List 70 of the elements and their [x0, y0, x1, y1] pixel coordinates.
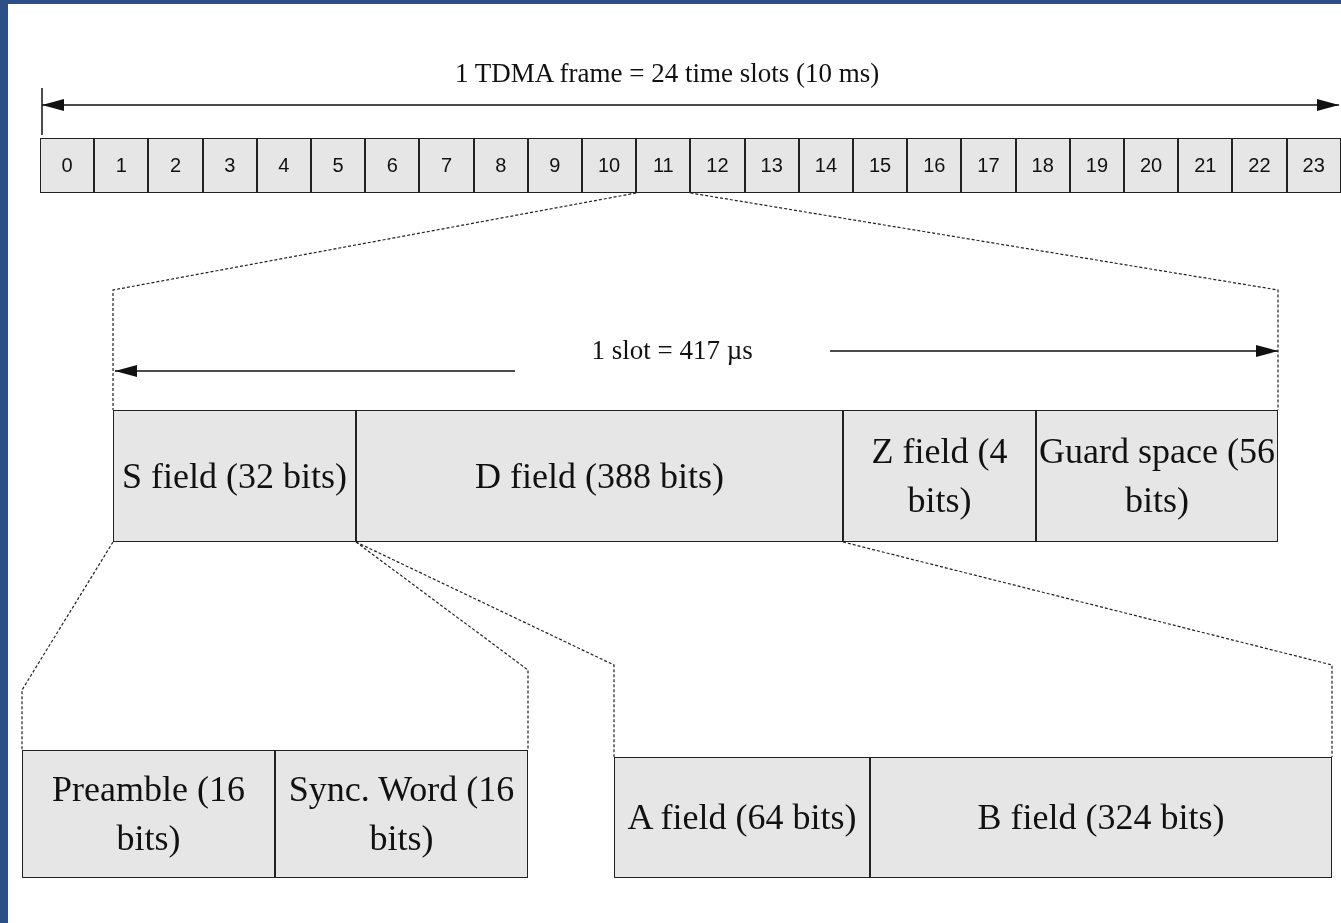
field-label: D field (388 bits)	[475, 454, 724, 498]
slot-cell	[1286, 138, 1341, 193]
slot-cell	[419, 138, 474, 193]
slot-number: 13	[760, 154, 783, 177]
slot-number: 5	[332, 154, 344, 177]
slot-cell	[148, 138, 203, 193]
slot-cell	[527, 138, 582, 193]
slot-number: 4	[278, 154, 290, 177]
field-box	[614, 757, 870, 878]
slot-number: 14	[814, 154, 837, 177]
slot-number: 2	[169, 154, 182, 177]
slot-cell	[636, 138, 691, 193]
slot-cell	[40, 138, 95, 193]
slot-cell	[1232, 138, 1287, 193]
field-label: B field (324 bits)	[977, 796, 1225, 840]
field-box	[870, 757, 1332, 878]
slot-number: 0	[61, 154, 73, 177]
slot-cell	[582, 138, 637, 193]
expansion-line	[355, 541, 529, 751]
slot-number: 22	[1248, 154, 1271, 177]
slot-cell	[744, 138, 799, 193]
expansion-line	[842, 541, 1333, 758]
slot-number: 11	[652, 154, 674, 177]
slot-cell	[1069, 138, 1124, 193]
slot-cell	[311, 138, 366, 193]
slot-cell	[1124, 138, 1179, 193]
slot-cell	[961, 138, 1016, 193]
slot-number: 12	[706, 154, 729, 177]
slot-number: 15	[868, 154, 892, 177]
slot-number: 16	[923, 154, 946, 177]
slot-number: 18	[1031, 154, 1054, 177]
slot-number: 3	[224, 154, 236, 177]
slot-cell	[202, 138, 257, 193]
slot-number: 23	[1302, 154, 1325, 177]
field-box	[1036, 410, 1278, 542]
field-box	[275, 750, 528, 878]
slot-number: 10	[597, 154, 621, 177]
slot-number: 17	[977, 154, 1000, 177]
slot-number: 6	[386, 154, 398, 177]
field-box	[843, 410, 1036, 542]
slot-cell	[256, 138, 311, 193]
slot-number: 20	[1139, 154, 1163, 177]
field-box	[22, 750, 275, 878]
slot-number: 21	[1194, 154, 1217, 177]
field-label: Z field (4 bits)	[870, 430, 1009, 522]
slot-cell	[94, 138, 149, 193]
field-label: S field (32 bits)	[122, 454, 347, 498]
field-box	[356, 410, 843, 542]
field-label: Preamble (16 bits)	[51, 768, 246, 860]
field-label: Guard space (56 bits)	[1038, 430, 1276, 522]
slot-number: 1	[115, 154, 127, 177]
slot-cell	[798, 138, 853, 193]
slot-cell	[1178, 138, 1233, 193]
slot-cell	[907, 138, 962, 193]
expansion-line	[21, 541, 114, 751]
slot-number: 9	[549, 154, 561, 177]
slot-cell	[690, 138, 745, 193]
slot-cell	[1015, 138, 1070, 193]
slot-number: 8	[495, 154, 507, 177]
slot-cell	[473, 138, 528, 193]
slot-cell	[853, 138, 908, 193]
field-label: A field (64 bits)	[627, 796, 857, 840]
expansion-line	[689, 192, 1279, 411]
field-box	[113, 410, 356, 542]
slot-number: 19	[1085, 154, 1108, 177]
expansion-line	[112, 192, 637, 411]
slot-number: 7	[440, 154, 453, 177]
slot-cell	[365, 138, 420, 193]
expansion-line	[355, 541, 615, 758]
field-label: Sync. Word (16 bits)	[287, 768, 516, 860]
